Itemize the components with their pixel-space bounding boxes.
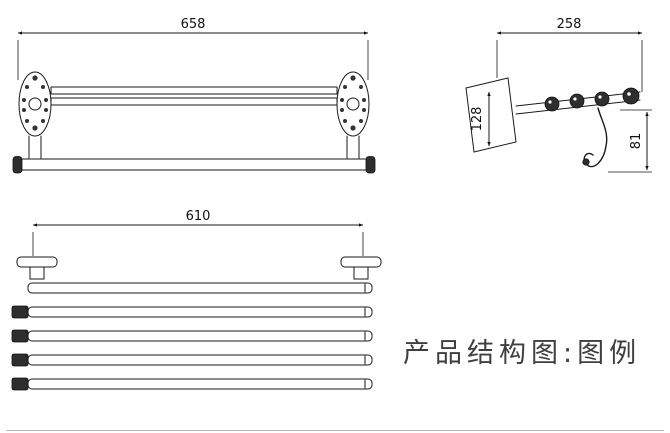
bar-left-knob [11,377,29,391]
shelf-bar [11,353,373,367]
arm-knob [544,96,560,112]
arm-knob [622,87,640,105]
shelf-bar [11,329,373,343]
wall-plate [465,77,517,153]
hook-height-dimension: 81 [608,109,652,173]
bottom-divider [6,430,664,431]
bar-left-knob [11,353,29,367]
arm-knob [569,93,585,109]
front-width-dimension: 658 [17,17,369,80]
right-mount-bracket [340,256,382,280]
lower-rail [12,156,376,174]
side-height-dimension-label: 128 [470,107,485,132]
side-depth-dimension-label: 258 [557,17,582,32]
top-width-dimension-label: 610 [186,209,211,224]
drawing-caption: 产品结构图:图例 [403,338,642,369]
shelf-bars [11,282,373,391]
front-width-dimension-label: 658 [181,17,206,32]
right-ornate-bracket [336,71,370,137]
front-view: 658 [12,17,376,174]
upper-towel-bars [50,86,338,106]
side-depth-dimension: 258 [496,17,643,92]
left-ornate-bracket [18,71,52,137]
lower-rail-right-cap [365,156,376,174]
left-mount-bracket [16,256,58,280]
bar-left-knob [11,329,29,343]
hook-height-dimension-label: 81 [629,133,644,150]
bracket-connectors [28,135,360,159]
lower-rail-left-cap [12,156,23,174]
swing-arm [515,87,641,115]
top-width-dimension: 610 [32,209,364,256]
shelf-bar [11,305,373,319]
arm-knob [594,91,610,107]
hanging-hook [582,107,608,168]
side-height-dimension: 128 [470,91,491,147]
bar-left-knob [11,305,29,319]
top-view: 610 [11,209,382,391]
side-view: 258 128 [465,17,652,173]
shelf-bar [27,282,373,294]
shelf-bar [11,377,373,391]
